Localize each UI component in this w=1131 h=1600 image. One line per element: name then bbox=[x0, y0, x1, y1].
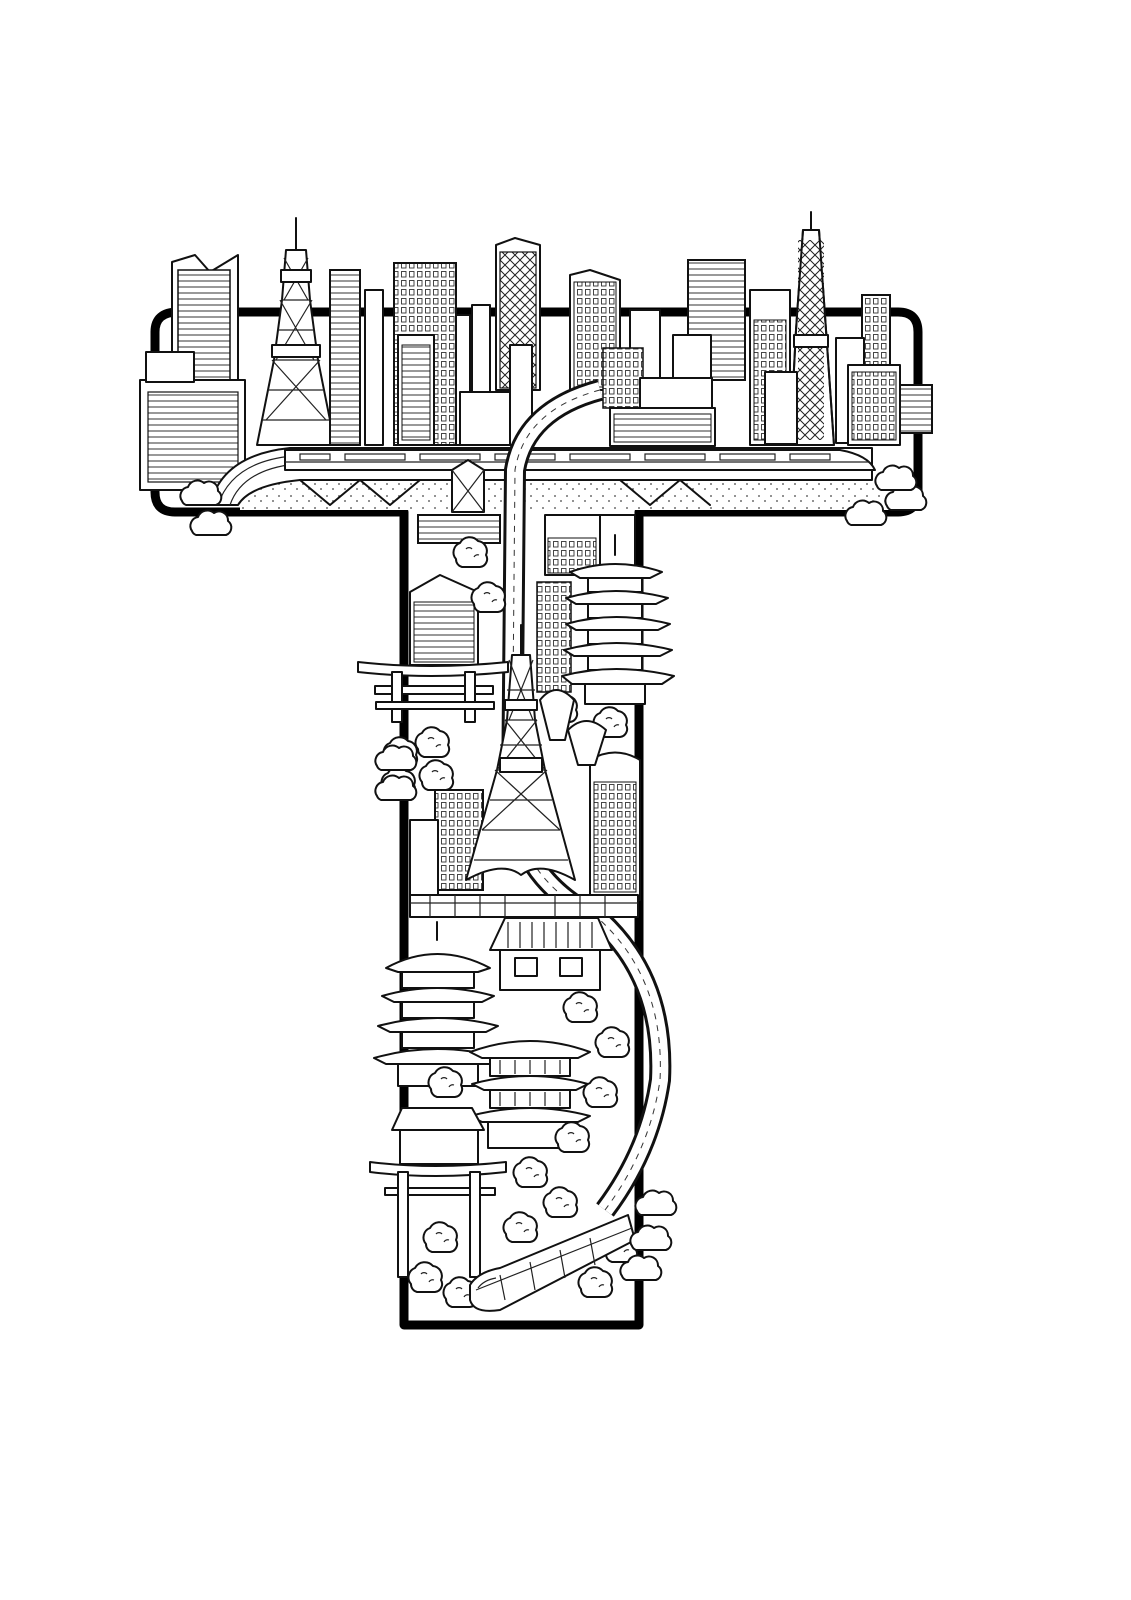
temple-hall bbox=[489, 917, 613, 991]
tokyo-tower-small bbox=[256, 217, 336, 446]
tokyo-tower-large bbox=[465, 624, 576, 881]
pagoda-right bbox=[561, 534, 675, 705]
bullet-train-top bbox=[284, 449, 876, 471]
torii-gate-lower bbox=[369, 1161, 507, 1278]
skytree-tower bbox=[789, 211, 835, 446]
stem-scenery bbox=[357, 459, 675, 1308]
torii-gate-upper bbox=[357, 661, 509, 723]
pagoda-center bbox=[469, 1040, 591, 1149]
monorail-track bbox=[500, 379, 672, 1217]
